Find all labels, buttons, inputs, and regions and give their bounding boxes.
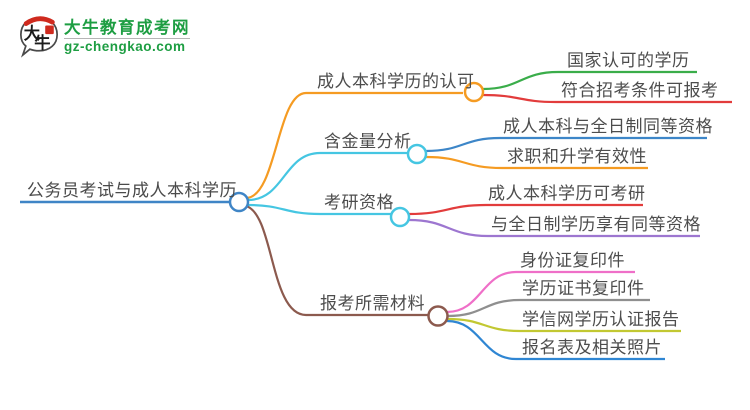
red-arc (23, 16, 55, 26)
logo-char-niu: 牛 (34, 33, 50, 52)
root-node-label[interactable]: 公务员考试与成人本科学历 (27, 181, 237, 200)
root-node-circle[interactable] (228, 191, 250, 213)
logo-subtitle: gz-chengkao.com (64, 38, 186, 54)
logo-title: 大牛教育成考网 (64, 18, 190, 37)
branch1-child2-label[interactable]: 符合招考条件可报考 (561, 81, 719, 100)
logo-char-da: 大 (24, 24, 41, 43)
branch2-line (247, 151, 408, 202)
branch4-child4-label[interactable]: 报名表及相关照片 (522, 338, 662, 357)
branch3-label[interactable]: 考研资格 (324, 193, 394, 212)
leaf2a-line (425, 136, 707, 153)
leaf3a-line (408, 203, 643, 216)
branch4-line (245, 204, 428, 317)
branch2-child2-label[interactable]: 求职和升学有效性 (507, 147, 647, 166)
branch3-node-circle[interactable] (389, 206, 411, 228)
branch2-child1-label[interactable]: 成人本科与全日制同等资格 (503, 117, 713, 136)
branch1-node-circle[interactable] (463, 81, 485, 103)
logo-divider (64, 37, 190, 39)
branch4-child2-label[interactable]: 学历证书复印件 (522, 279, 645, 298)
leaf1b-line (482, 93, 732, 104)
leaf1a-line (482, 70, 697, 91)
leaf4a-line (446, 270, 635, 314)
leaf4d-line (446, 319, 665, 361)
branch4-label[interactable]: 报考所需材料 (320, 294, 425, 313)
branch2-label[interactable]: 含金量分析 (324, 132, 412, 151)
branch4-node-circle[interactable] (427, 305, 449, 327)
branch3-child1-label[interactable]: 成人本科学历可考研 (488, 184, 646, 203)
leaf4b-line (447, 298, 650, 318)
branch3-child2-label[interactable]: 与全日制学历享有同等资格 (491, 215, 701, 234)
logo-bubble-icon: 大 牛 (20, 16, 58, 58)
logo: 大 牛 大牛教育成考网 gz-chengkao.com (18, 14, 190, 58)
branch1-line (246, 91, 463, 200)
branch3-line (247, 203, 391, 216)
leaf3b-line (408, 218, 700, 238)
leaf4c-line (447, 317, 681, 333)
logo-text: 大牛教育成考网 gz-chengkao.com (64, 19, 190, 54)
branch1-label[interactable]: 成人本科学历的认可 (317, 72, 475, 91)
branch1-child1-label[interactable]: 国家认可的学历 (567, 51, 690, 70)
branch2-node-circle[interactable] (406, 143, 428, 165)
leaf2b-line (425, 155, 648, 170)
red-seal (45, 25, 54, 35)
branch4-child1-label[interactable]: 身份证复印件 (520, 251, 625, 270)
branch4-child3-label[interactable]: 学信网学历认证报告 (522, 310, 680, 329)
